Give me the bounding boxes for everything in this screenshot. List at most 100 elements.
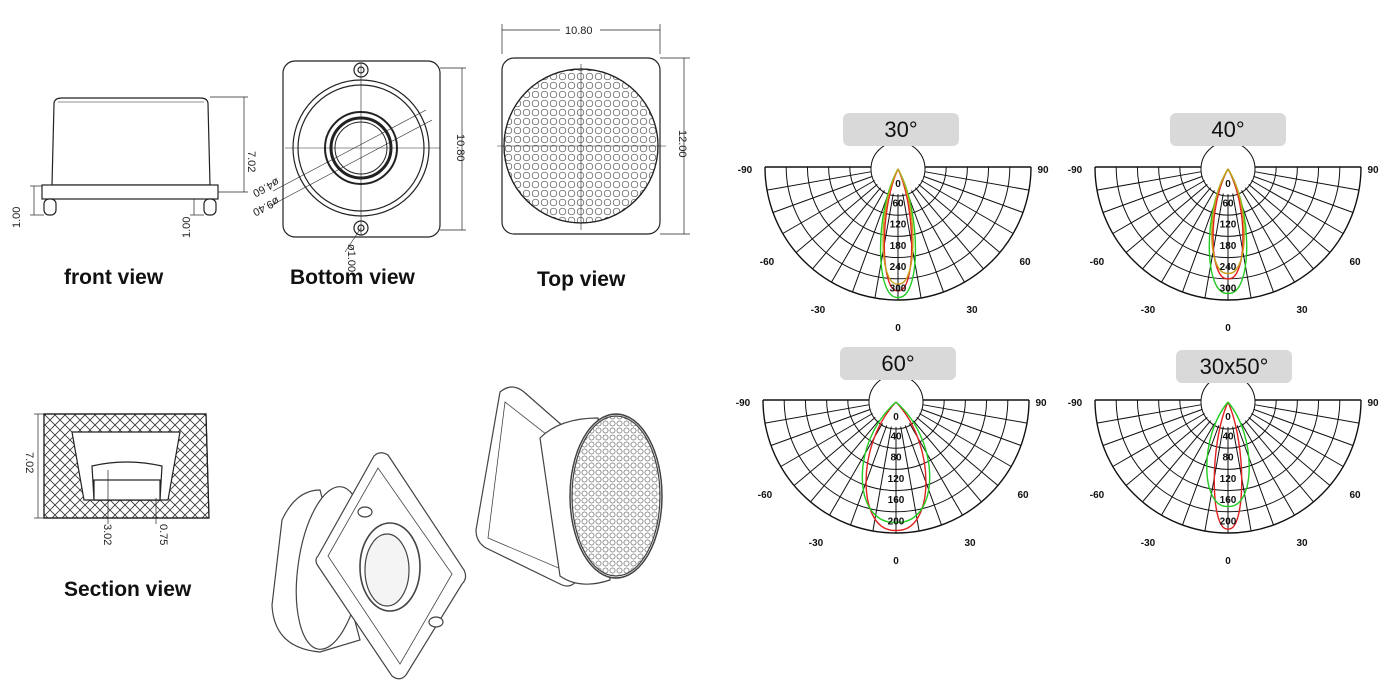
polar-angle-label: -90 <box>738 165 753 176</box>
polar-radial-label: 40 <box>890 431 902 442</box>
polar-radial-label: 80 <box>890 453 902 464</box>
polar-angle-label: 90 <box>1037 165 1049 176</box>
front-view-drawing <box>30 96 248 216</box>
section-view-drawing <box>34 413 210 524</box>
polar-angle-label: -60 <box>760 257 775 268</box>
polar-spoke <box>1254 404 1360 424</box>
polar-angle-label: -30 <box>811 305 826 316</box>
polar-angle-label: 0 <box>895 323 901 334</box>
polar-angle-label: 30 <box>964 538 976 549</box>
beam-curve <box>883 168 913 292</box>
top-width-dim: 10.80 <box>565 25 593 37</box>
polar-spoke <box>766 171 872 191</box>
polar-radial-label: 120 <box>1220 220 1237 231</box>
polar-spoke <box>1096 404 1202 424</box>
lens-3d-back-render <box>271 452 467 680</box>
polar-spoke <box>1125 183 1208 253</box>
polar-spoke <box>1248 416 1331 486</box>
polar-angle-label: 0 <box>1225 556 1231 567</box>
polar-angle-label: 0 <box>893 556 899 567</box>
polar-spoke <box>1112 180 1205 234</box>
polar-angle-label: 0 <box>1225 323 1231 334</box>
polar-spoke <box>914 187 984 270</box>
polar-spoke <box>850 425 888 526</box>
polar-spoke <box>1244 420 1314 503</box>
polar-center-label: 0 <box>893 412 899 423</box>
beam-title-30: 30° <box>843 113 959 146</box>
beam-curve <box>1212 168 1244 280</box>
polar-center-label: 0 <box>1225 412 1231 423</box>
front-base-right-dim: 1.00 <box>181 217 193 238</box>
polar-spoke <box>1251 413 1344 467</box>
polar-spoke <box>1096 171 1202 191</box>
polar-angle-label: -60 <box>1090 490 1105 501</box>
polar-radial-label: 160 <box>1220 495 1237 506</box>
polar-spoke <box>1102 175 1203 213</box>
polar-spoke <box>922 404 1028 424</box>
beam-curve <box>865 401 927 532</box>
beam-curve <box>1208 168 1248 295</box>
section-step-dim: 0.75 <box>157 524 169 545</box>
polar-radial-label: 200 <box>888 516 905 527</box>
polar-radial-label: 40 <box>1222 431 1234 442</box>
polar-spoke <box>921 408 1022 446</box>
polar-angle-label: 60 <box>1019 257 1031 268</box>
polar-spoke <box>793 416 876 486</box>
polar-spoke <box>924 171 1030 191</box>
polar-spoke <box>1236 425 1274 526</box>
polar-spoke <box>1182 425 1220 526</box>
front-height-dim: 7.02 <box>245 151 257 172</box>
polar-angle-label: 60 <box>1017 490 1029 501</box>
polar-radial-label: 240 <box>890 262 907 273</box>
beam-curve <box>879 168 917 299</box>
polar-angle-label: -60 <box>758 490 773 501</box>
top-height-dim: 12.00 <box>676 130 688 158</box>
polar-spoke <box>1161 190 1215 283</box>
polar-spoke <box>918 183 1001 253</box>
polar-angle-label: -30 <box>809 538 824 549</box>
polar-radial-label: 60 <box>1222 198 1234 209</box>
beam-curve <box>1211 168 1245 275</box>
polar-angle-label: -90 <box>1068 165 1083 176</box>
beam-title-40: 40° <box>1170 113 1286 146</box>
section-height-dim: 7.02 <box>23 452 35 473</box>
polar-angle-label: -60 <box>1090 257 1105 268</box>
polar-radial-label: 60 <box>892 198 904 209</box>
top-view-label: Top view <box>537 268 626 291</box>
polar-angle-label: 30 <box>1296 538 1308 549</box>
polar-center-label: 0 <box>1225 179 1231 190</box>
polar-angle-label: 60 <box>1349 257 1361 268</box>
polar-spoke <box>780 413 873 467</box>
section-depth-dim: 3.02 <box>101 524 113 545</box>
polar-angle-label: 30 <box>966 305 978 316</box>
polar-radial-label: 300 <box>890 283 907 294</box>
polar-radial-label: 120 <box>888 474 905 485</box>
polar-spoke <box>1253 175 1354 213</box>
lens-3d-front-render <box>475 386 663 587</box>
section-view-label: Section view <box>64 578 192 601</box>
polar-spoke <box>1253 408 1354 446</box>
polar-spoke <box>772 175 873 213</box>
polar-radial-label: 300 <box>1220 283 1237 294</box>
polar-spoke <box>782 180 875 234</box>
polar-spoke <box>1232 193 1252 299</box>
beam-curve <box>861 401 931 524</box>
polar-spoke <box>1125 416 1208 486</box>
polar-angle-label: -30 <box>1141 305 1156 316</box>
polar-radial-label: 120 <box>1220 474 1237 485</box>
bottom-view-label: Bottom view <box>290 266 415 289</box>
top-view-drawing <box>497 24 690 235</box>
polar-angle-label: -30 <box>1141 538 1156 549</box>
polar-spoke <box>1204 193 1224 299</box>
polar-radial-label: 180 <box>1220 241 1237 252</box>
polar-spoke <box>1161 423 1215 516</box>
polar-angle-label: 90 <box>1367 165 1379 176</box>
polar-spoke <box>1102 408 1203 446</box>
polar-angle-label: -90 <box>736 398 751 409</box>
polar-center-label: 0 <box>895 179 901 190</box>
bottom-hole-large-dim: ø9.40 <box>251 194 281 218</box>
polar-spoke <box>923 175 1024 213</box>
